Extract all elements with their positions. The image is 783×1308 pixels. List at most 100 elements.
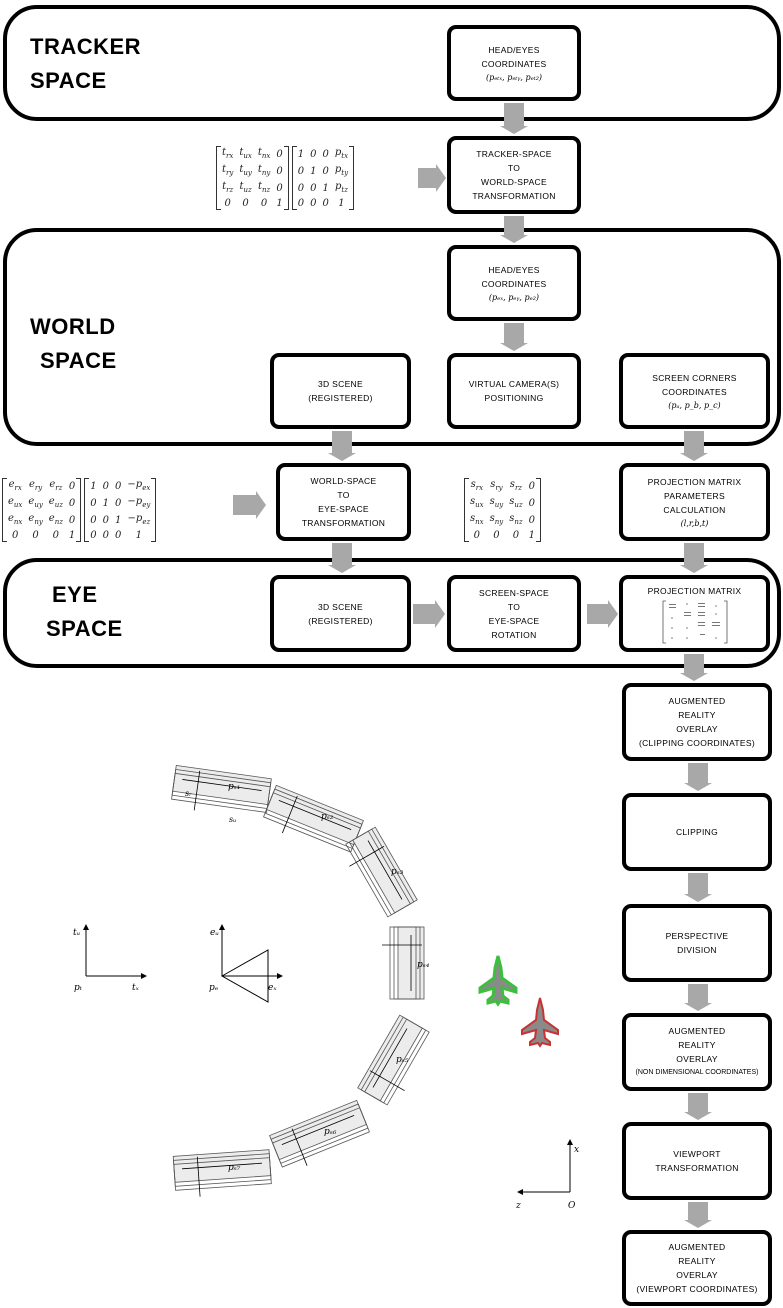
matrix-cell: snz [509,513,523,526]
eye-right-label: eₓ [268,983,277,993]
box-text: TO [507,163,521,173]
box-text: TRACKER-SPACE [476,149,552,159]
box-text: (REGISTERED) [308,615,373,626]
box-text: 3D SCENE [318,379,363,389]
box-text: PROJECTION MATRIX [647,476,742,487]
screen-label: pₛ₆ [324,1127,337,1137]
screen-u-axis-label: sᵤ [229,815,236,824]
matrix-cell: 1 [276,198,283,209]
box-text: (VIEWPORT COORDINATES) [636,1284,758,1294]
box-text: (CLIPPING COORDINATES) [638,738,755,748]
matrix-cell: suz [509,496,523,509]
eye-axes [219,924,283,1003]
box-text: CALCULATION [663,504,726,515]
tracker-to-world-box: TRACKER-SPACE TO WORLD-SPACE TRANSFORMAT… [447,136,581,214]
viewport-x-label: x [574,1145,579,1155]
matrix-cell: srz [509,479,522,492]
matrix-cell: 0 [242,198,249,209]
matrix-cell: 1 [528,530,535,541]
matrix-cell: 0 [32,530,39,541]
matrix-cell: 1 [322,183,329,194]
box-math: (pₑₜₓ, pₑₜᵧ, pₑₜ₂) [485,72,543,82]
matrix-cell: 0 [528,481,535,492]
eye-space-label: EYE SPACE [46,578,123,646]
screen-panel [382,926,425,1000]
world-to-eye-box: WORLD-SPACE TO EYE-SPACE TRANSFORMATION [276,463,411,541]
matrix-cell: −pey [127,496,151,509]
matrix-cell: trz [222,181,234,194]
box-text: OVERLAY [676,1054,718,1064]
box-text: REALITY [678,710,716,720]
box-text: CLIPPING [675,827,719,837]
matrix-cell: 0 [102,481,110,492]
tracker-origin-label: pₜ [74,983,83,993]
box-text: WORLD-SPACE [481,177,547,187]
matrix-cell: 0 [68,498,76,509]
box-text: WORLD-SPACE [310,476,377,486]
matrix-cell: tny [257,164,271,177]
viewport-axes [517,1139,573,1195]
matrix-cell: 0 [322,149,329,160]
matrix-cell: tnx [257,147,271,160]
matrix-cell: 0 [528,498,535,509]
box-text: HEAD/EYES [488,264,540,275]
virtual-camera-box: VIRTUAL CAMERA(S) POSITIONING [447,353,581,429]
box-text: (NON DIMENSIONAL COORDINATES) [635,1069,759,1076]
right-arrow-icon [233,491,266,519]
matrix-cell: 0 [310,149,317,160]
screen-panel [263,784,364,853]
matrix-cell: try [222,164,234,177]
screen-label: pₛ₇ [228,1163,241,1173]
projection-params-box: PROJECTION MATRIX PARAMETERS CALCULATION… [619,463,770,541]
box-text: ROTATION [491,629,537,640]
box-text: VIEWPORT [673,1149,721,1159]
matrix-cell: sry [490,479,503,492]
box-text: TO [507,601,521,612]
box-math: (pₐ, p_b, p_c) [668,400,721,410]
matrix-cell: pty [334,164,349,177]
matrix-cell: tnz [257,181,271,194]
box-text: PARAMETERS [664,490,725,501]
matrix-cell: trx [222,147,234,160]
screen-panel [269,1099,370,1168]
box-text: HEAD/EYES [488,44,540,55]
eye-up-label: eᵤ [210,928,219,938]
matrix-cell: 0 [115,530,122,541]
eye-label-line2: SPACE [46,616,123,641]
screen-label: pₛ₄ [417,960,430,970]
screen-label: pₛ₃ [391,867,404,877]
box-text: AUGMENTED [668,1242,726,1252]
matrix-cell: euz [48,496,63,509]
matrix-cell: 0 [322,198,329,209]
box-text: SCREEN-SPACE [478,587,550,598]
box-text: AUGMENTED [668,696,726,706]
viewport-transformation-box: VIEWPORT TRANSFORMATION [622,1122,772,1200]
matrix-cell: tuz [239,181,252,194]
matrix-cell: 1 [135,530,143,541]
eye-label-line1: EYE [52,582,98,607]
matrix-cell: 1 [90,481,97,492]
box-text: TRANSFORMATION [472,191,556,201]
ar-viewport-coords-box: AUGMENTED REALITY OVERLAY (VIEWPORT COOR… [622,1230,772,1306]
tracker-space-region [3,5,781,121]
curved-screen-array [171,764,430,1197]
projection-matrix-icon [662,600,727,644]
screen-panel [172,1149,272,1197]
screen-label: pₛ₁ [228,782,240,792]
world-space-label: WORLD SPACE [30,310,117,378]
down-arrow-icon [684,763,712,791]
box-text: REALITY [678,1256,716,1266]
head-eyes-tracker-box: HEAD/EYES COORDINATES (pₑₜₓ, pₑₜᵧ, pₑₜ₂) [447,25,581,101]
box-text: COORDINATES [661,386,727,397]
